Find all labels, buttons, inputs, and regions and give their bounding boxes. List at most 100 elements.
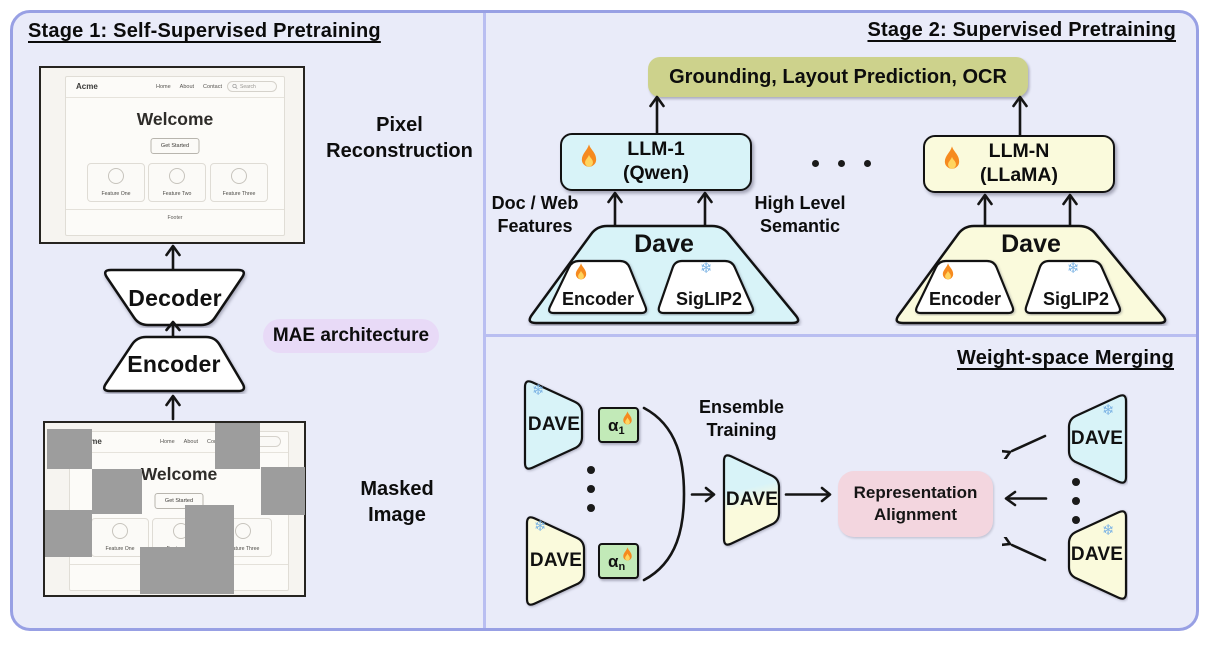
alpha1-label: α1 [608,416,625,437]
siglip-label: SigLIP2 [675,288,742,309]
converge-arrow-up-left [1002,537,1047,562]
llmn-name: LLM-N [988,140,1050,163]
feature-circle-icon [231,168,247,184]
ellipsis-dot [812,160,819,167]
flow-arrow-up [165,244,181,272]
weight-space-merging-title: Weight-space Merging [957,347,1174,369]
mock-heading: Welcome [140,464,218,484]
merged-dave-model: DAVE [722,451,782,549]
flame-icon [575,263,587,280]
ensemble-training-label: Ensemble Training [698,397,785,441]
flame-icon [581,144,597,167]
flow-arrow-right [784,486,832,503]
flow-arrow-up [1062,193,1078,227]
encoder-label: Encoder [127,351,221,377]
dave-model-cyan: ❄ DAVE [523,377,585,473]
mae-architecture-badge: MAE architecture [263,319,439,353]
snowflake-icon: ❄ [1102,522,1115,539]
alphan-weight-box: αn [598,543,639,579]
llm1-box: LLM-1(Qwen) [560,133,752,191]
ellipsis-dot [1072,497,1080,505]
feature-circle-icon [112,523,128,539]
mask-patch [92,469,142,514]
mock-search-input: Search [227,81,277,92]
mock-nav-home: Home [156,84,171,90]
dave-label: Dave [1001,229,1061,258]
dave-tag-label: DAVE [1070,428,1124,449]
decoder-label: Decoder [128,284,222,311]
vertical-ellipsis [1071,478,1081,526]
inner-encoder-trapezoid [915,259,1015,315]
reconstructed-webpage-screenshot: Acme Home About Contact Search Welcome G… [39,66,305,244]
snowflake-icon: ❄ [532,382,545,399]
stage2-title: Stage 2: Supervised Pretraining [867,19,1176,41]
mock-cta-button: Get Started [150,138,200,154]
search-icon [232,83,238,90]
snowflake-icon: ❄ [700,260,713,277]
mask-patch [215,423,260,469]
ellipsis-dot [587,485,595,493]
dave-tag-label: DAVE [527,414,581,435]
siglip-label: SigLIP2 [1042,288,1109,309]
panel-divider-horizontal [486,334,1196,337]
flow-arrow-right [690,486,716,503]
flow-arrow-up [697,191,713,227]
llm-ellipsis [812,158,878,170]
pixel-reconstruction-label: Pixel Reconstruction [326,114,473,163]
panel-divider-vertical [483,13,486,628]
mock-nav: Home About Contact [156,84,222,90]
llmn-box: LLM-N(LLaMA) [923,135,1115,193]
converge-arrow-down-left [1002,434,1047,459]
dave-model-cyan-right: ❄ DAVE [1066,391,1128,487]
mock-header: Acme Home About Contact Search [66,77,284,98]
flow-arrow-up [1012,95,1028,137]
flow-arrow-up [649,95,665,135]
mask-patch [261,467,305,515]
flow-arrow-up [607,191,623,227]
mock-heading: Welcome [136,109,214,129]
mask-patch [140,547,185,594]
ellipsis-dot [838,160,845,167]
masked-image-label: Masked Image [360,478,434,527]
stage1-title: Stage 1: Self-Supervised Pretraining [28,20,381,42]
inner-encoder-trapezoid [548,259,648,315]
mask-patch [185,505,234,594]
dave-model-yellow: ❄ DAVE [525,513,587,609]
siglip-trapezoid [657,259,755,315]
dave-tag-label: DAVE [529,550,583,571]
ellipsis-dot [864,160,871,167]
siglip-trapezoid [1024,259,1122,315]
snowflake-icon: ❄ [1067,260,1080,277]
snowflake-icon: ❄ [534,518,547,535]
feature-circle-icon [108,168,124,184]
mock-search-placeholder: Search [240,83,256,90]
flame-icon [623,411,632,425]
mock-feature-card: Feature One [87,163,145,202]
masked-webpage-screenshot: Acme Home About Contact Search Welcome G… [43,421,306,597]
feature-circle-icon [235,523,251,539]
doc-web-features-label: Doc / Web Features [491,193,579,237]
mock-logo: Acme [76,82,98,91]
ellipsis-dot [1072,478,1080,486]
task-banner: Grounding, Layout Prediction, OCR [648,57,1028,97]
flame-icon [942,263,954,280]
high-level-semantic-label: High Level Semantic [754,193,846,237]
dave-tag-shape [523,380,584,470]
alpha1-weight-box: α1 [598,407,639,443]
llm1-sub: (Qwen) [622,162,690,184]
encoder-shape [102,335,246,393]
mask-patch [45,510,92,557]
dave-tag-label: DAVE [1070,544,1124,565]
mock-nav-about: About [179,84,195,90]
dave-tag-shape [525,516,586,606]
llm1-name: LLM-1 [627,138,685,161]
converge-arrow-left [1004,490,1048,507]
mask-patch [47,429,92,469]
mock-footer: Footer [167,215,183,221]
mock-feature-card: Feature Two [148,163,206,202]
ellipsis-dot [587,504,595,512]
alphan-label: αn [608,552,626,573]
mock-nav-contact: Contact [203,84,223,90]
feature-circle-icon [169,168,185,184]
dave-tag-shape [1067,394,1128,484]
